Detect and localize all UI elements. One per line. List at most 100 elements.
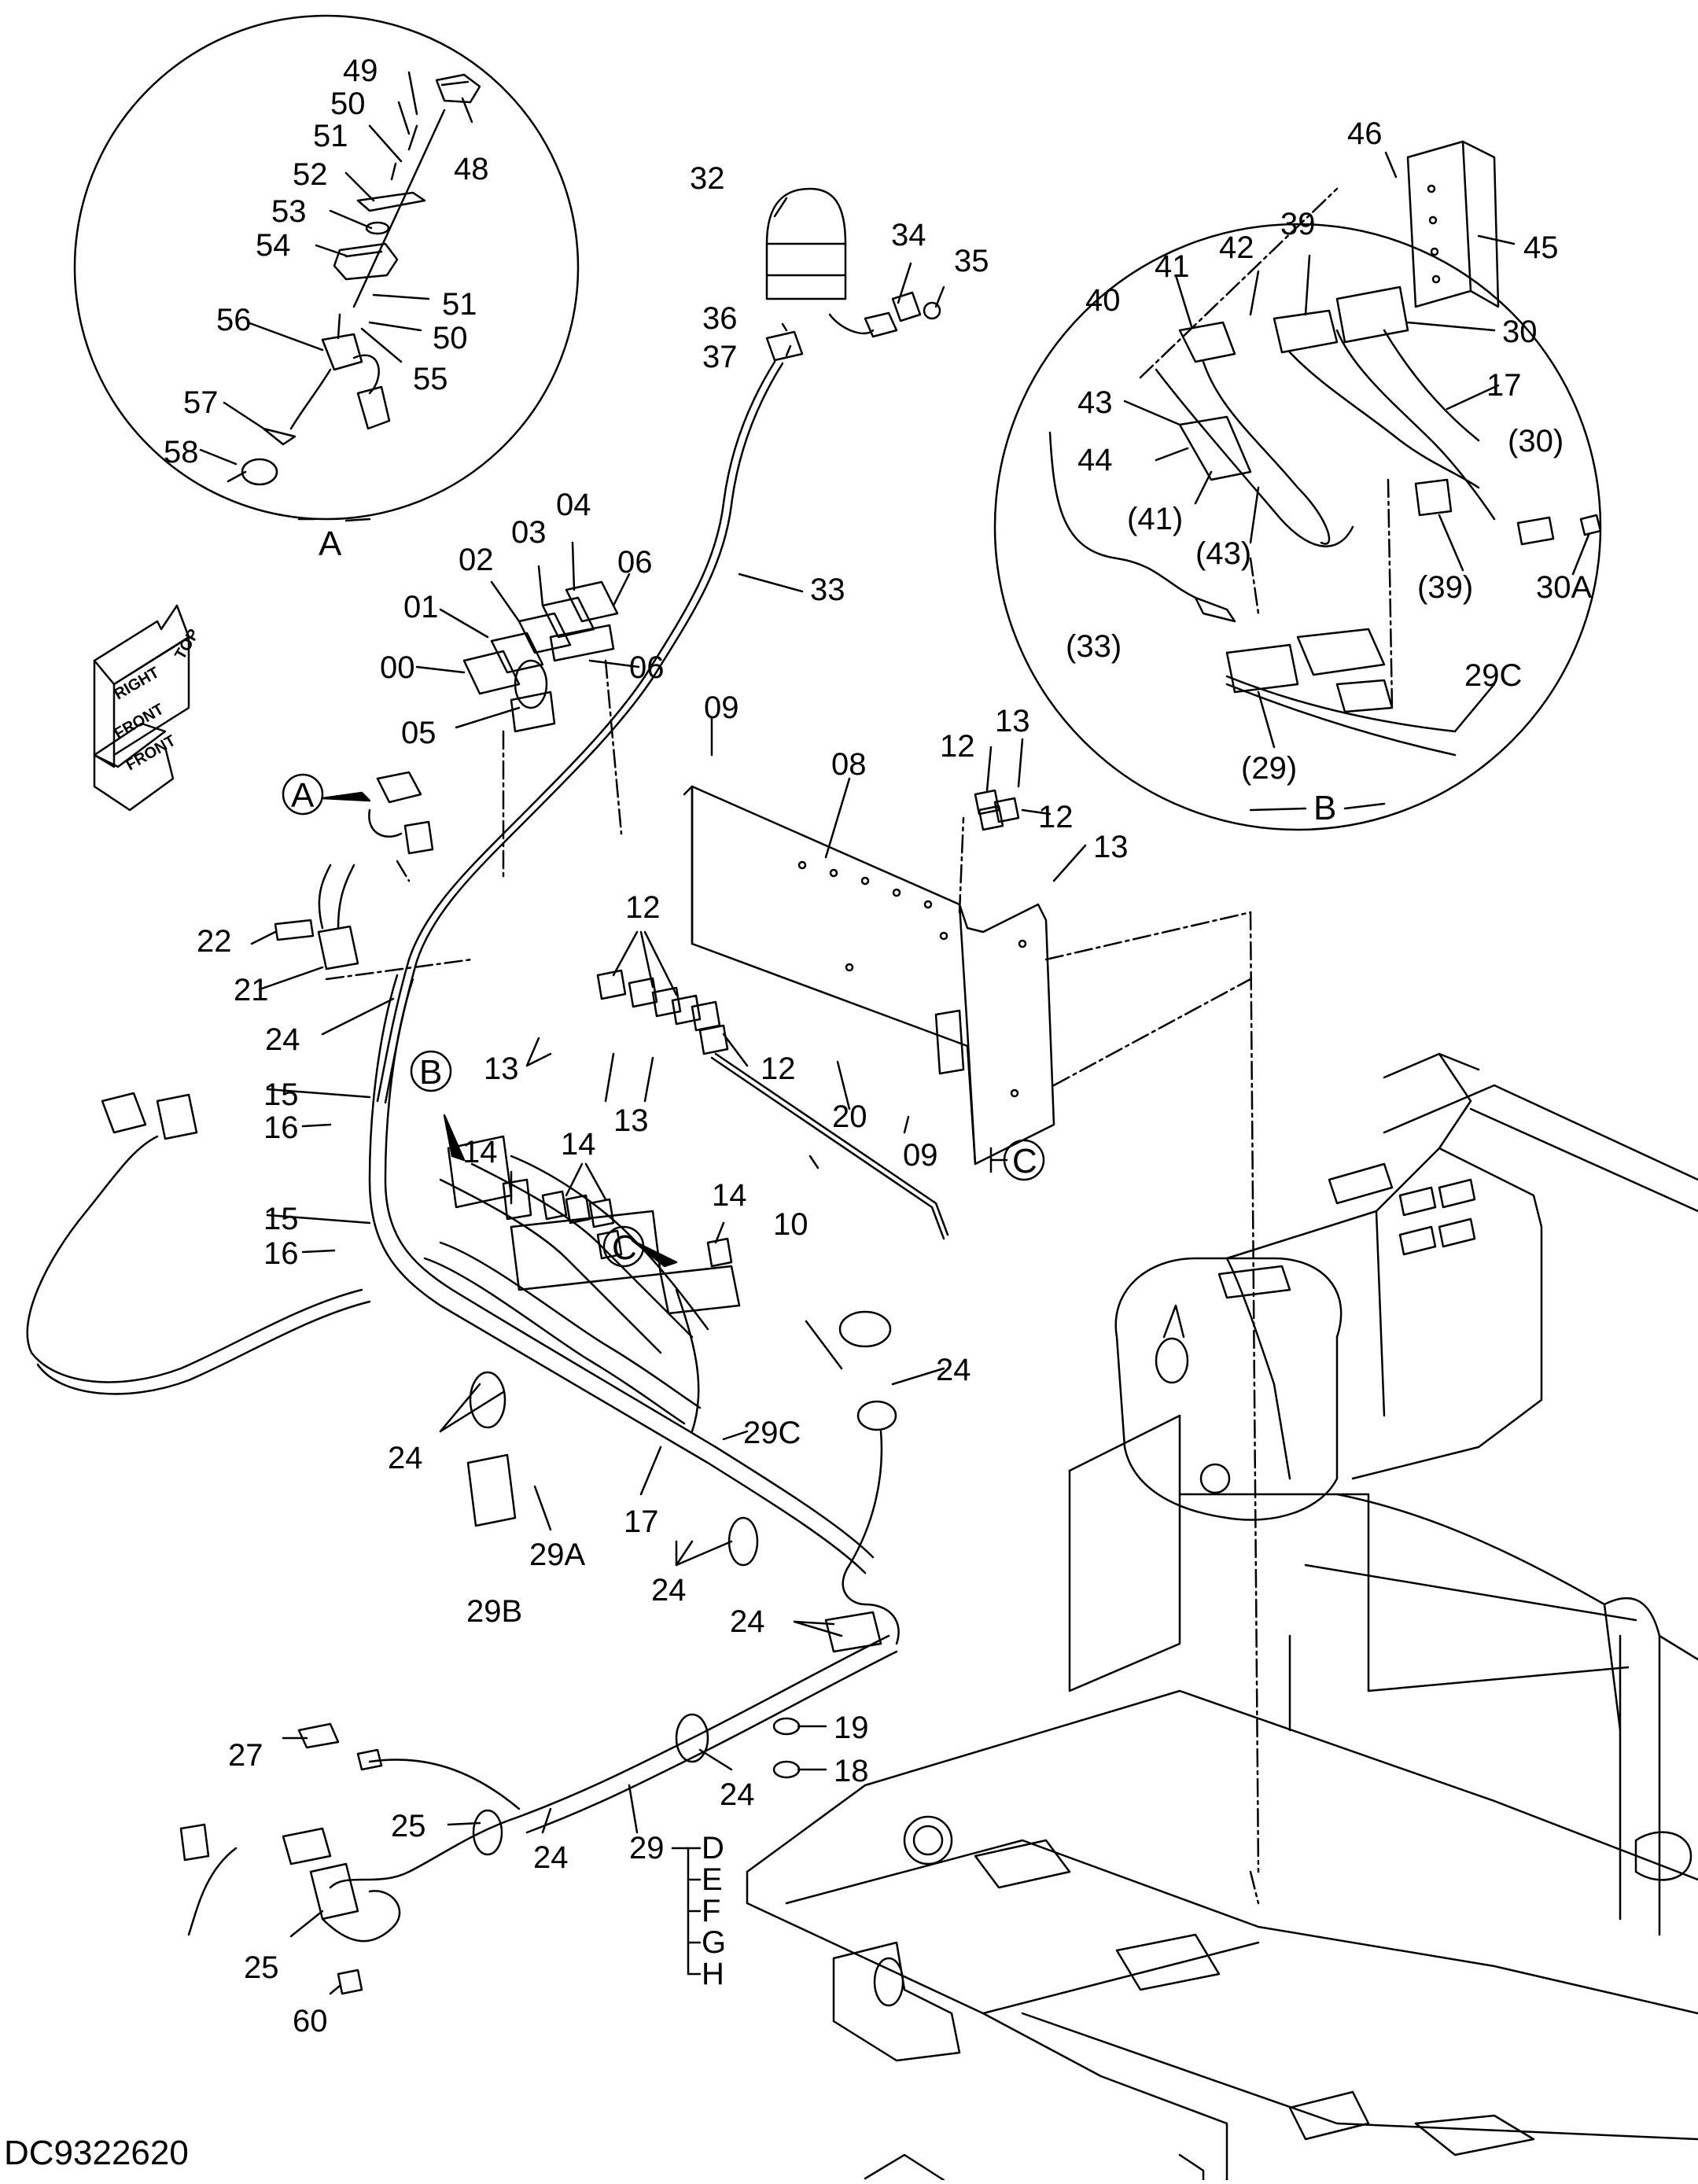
main-harness — [26, 974, 900, 1995]
callout-24e: 24 — [730, 1604, 765, 1639]
callout-25b: 25 — [244, 1950, 279, 1985]
callout-53: 53 — [271, 194, 307, 229]
callout-12c: 12 — [625, 890, 661, 925]
callout-30a: 30A — [1536, 570, 1592, 605]
callout-14b: 14 — [561, 1127, 596, 1162]
callout-09b: 09 — [903, 1138, 938, 1173]
callout-15b: 15 — [263, 1202, 299, 1236]
callout-03: 03 — [511, 515, 547, 550]
callout-E: E — [702, 1862, 723, 1897]
callout-56: 56 — [216, 303, 252, 337]
callout-50: 50 — [330, 87, 366, 121]
callout-14c: 14 — [712, 1178, 747, 1213]
callout-18: 18 — [834, 1754, 869, 1788]
callout-33p: (33) — [1066, 629, 1122, 664]
callout-29p: (29) — [1241, 751, 1297, 786]
callout-12b: 12 — [1038, 800, 1074, 834]
callout-21: 21 — [234, 973, 269, 1007]
callout-29c: 29C — [743, 1416, 801, 1450]
callout-00: 00 — [380, 650, 415, 685]
callout-24d: 24 — [651, 1573, 687, 1608]
cable-33 — [376, 360, 784, 1104]
callout-27: 27 — [228, 1738, 263, 1773]
callout-46: 46 — [1347, 116, 1383, 151]
relay-group-12 — [596, 789, 1020, 1055]
beacon-light — [765, 187, 941, 362]
circle-c-plate-letter: C — [1012, 1142, 1037, 1180]
callout-09a: 09 — [704, 691, 739, 725]
circle-a-letter: A — [291, 776, 315, 815]
callout-01: 01 — [403, 590, 439, 624]
callout-24c: 24 — [388, 1441, 423, 1475]
callout-36: 36 — [702, 301, 738, 336]
callout-43: 43 — [1077, 385, 1113, 420]
callout-48: 48 — [454, 152, 489, 186]
callout-24g: 24 — [533, 1840, 569, 1875]
detail-a-circle — [73, 14, 580, 522]
callout-57: 57 — [183, 385, 219, 420]
callout-24a: 24 — [265, 1022, 300, 1057]
callout-51: 51 — [313, 119, 348, 153]
callout-60: 60 — [293, 2004, 328, 2039]
circled-label-c-top — [602, 1225, 645, 1268]
callout-33: 33 — [810, 573, 845, 607]
callout-29a: 29A — [529, 1538, 585, 1572]
callout-22: 22 — [197, 924, 232, 959]
switch-panel — [462, 580, 623, 882]
callout-05: 05 — [401, 716, 436, 750]
callout-F: F — [702, 1894, 720, 1928]
detail-a-parts — [199, 71, 481, 486]
callout-45: 45 — [1523, 230, 1559, 265]
callout-12a: 12 — [940, 729, 975, 764]
callout-06b: 06 — [629, 650, 665, 685]
circle-c-letter: C — [612, 1228, 637, 1267]
callout-29b: 29B — [466, 1594, 522, 1629]
document-id: DC9322620 — [4, 2134, 189, 2172]
callout-29: 29 — [629, 1831, 665, 1865]
callout-12d: 12 — [761, 1051, 796, 1086]
callout-H: H — [702, 1957, 724, 1991]
callout-32: 32 — [690, 161, 725, 196]
callout-54: 54 — [256, 228, 291, 263]
rubber-strip — [710, 1052, 949, 1240]
connector-21 — [274, 864, 473, 981]
callout-43p: (43) — [1195, 536, 1251, 571]
callout-06a: 06 — [617, 545, 653, 580]
callout-08: 08 — [831, 747, 867, 782]
callout-37: 37 — [702, 340, 738, 374]
callout-50b: 50 — [433, 321, 468, 355]
callout-39p: (39) — [1417, 570, 1473, 605]
operator-console — [1114, 1052, 1543, 1521]
detail-b-label: B — [1313, 789, 1336, 827]
callout-24b: 24 — [936, 1353, 971, 1387]
callout-15a: 15 — [263, 1077, 299, 1112]
callout-41p: (41) — [1127, 502, 1183, 536]
callout-30: 30 — [1502, 315, 1538, 349]
callout-17: 17 — [624, 1504, 659, 1539]
detail-a-label: A — [319, 525, 342, 563]
callout-29c-b: 29C — [1464, 658, 1522, 693]
callout-24f: 24 — [720, 1777, 755, 1812]
callout-52: 52 — [293, 157, 328, 192]
circled-label-c-plate — [1003, 1139, 1045, 1181]
detail-b-parts — [1048, 140, 1602, 757]
callout-04: 04 — [556, 488, 591, 522]
callout-13c: 13 — [484, 1051, 519, 1086]
callout-17b: 17 — [1486, 368, 1522, 403]
callout-13b: 13 — [1093, 830, 1129, 864]
callout-G: G — [702, 1925, 726, 1960]
callout-16a: 16 — [263, 1110, 299, 1145]
callout-25a: 25 — [391, 1809, 426, 1843]
callout-49: 49 — [343, 53, 378, 88]
switch-a-mini — [368, 771, 434, 882]
mount-plate — [683, 785, 1260, 1873]
callout-20: 20 — [832, 1099, 867, 1134]
circled-label-b — [410, 1050, 452, 1092]
callout-13d: 13 — [613, 1103, 649, 1138]
callout-16b: 16 — [263, 1236, 299, 1271]
callout-13a: 13 — [995, 704, 1030, 738]
callout-42: 42 — [1219, 230, 1254, 265]
callout-02: 02 — [459, 543, 494, 577]
direction-top: TOP — [171, 626, 202, 662]
callout-19: 19 — [834, 1711, 869, 1745]
